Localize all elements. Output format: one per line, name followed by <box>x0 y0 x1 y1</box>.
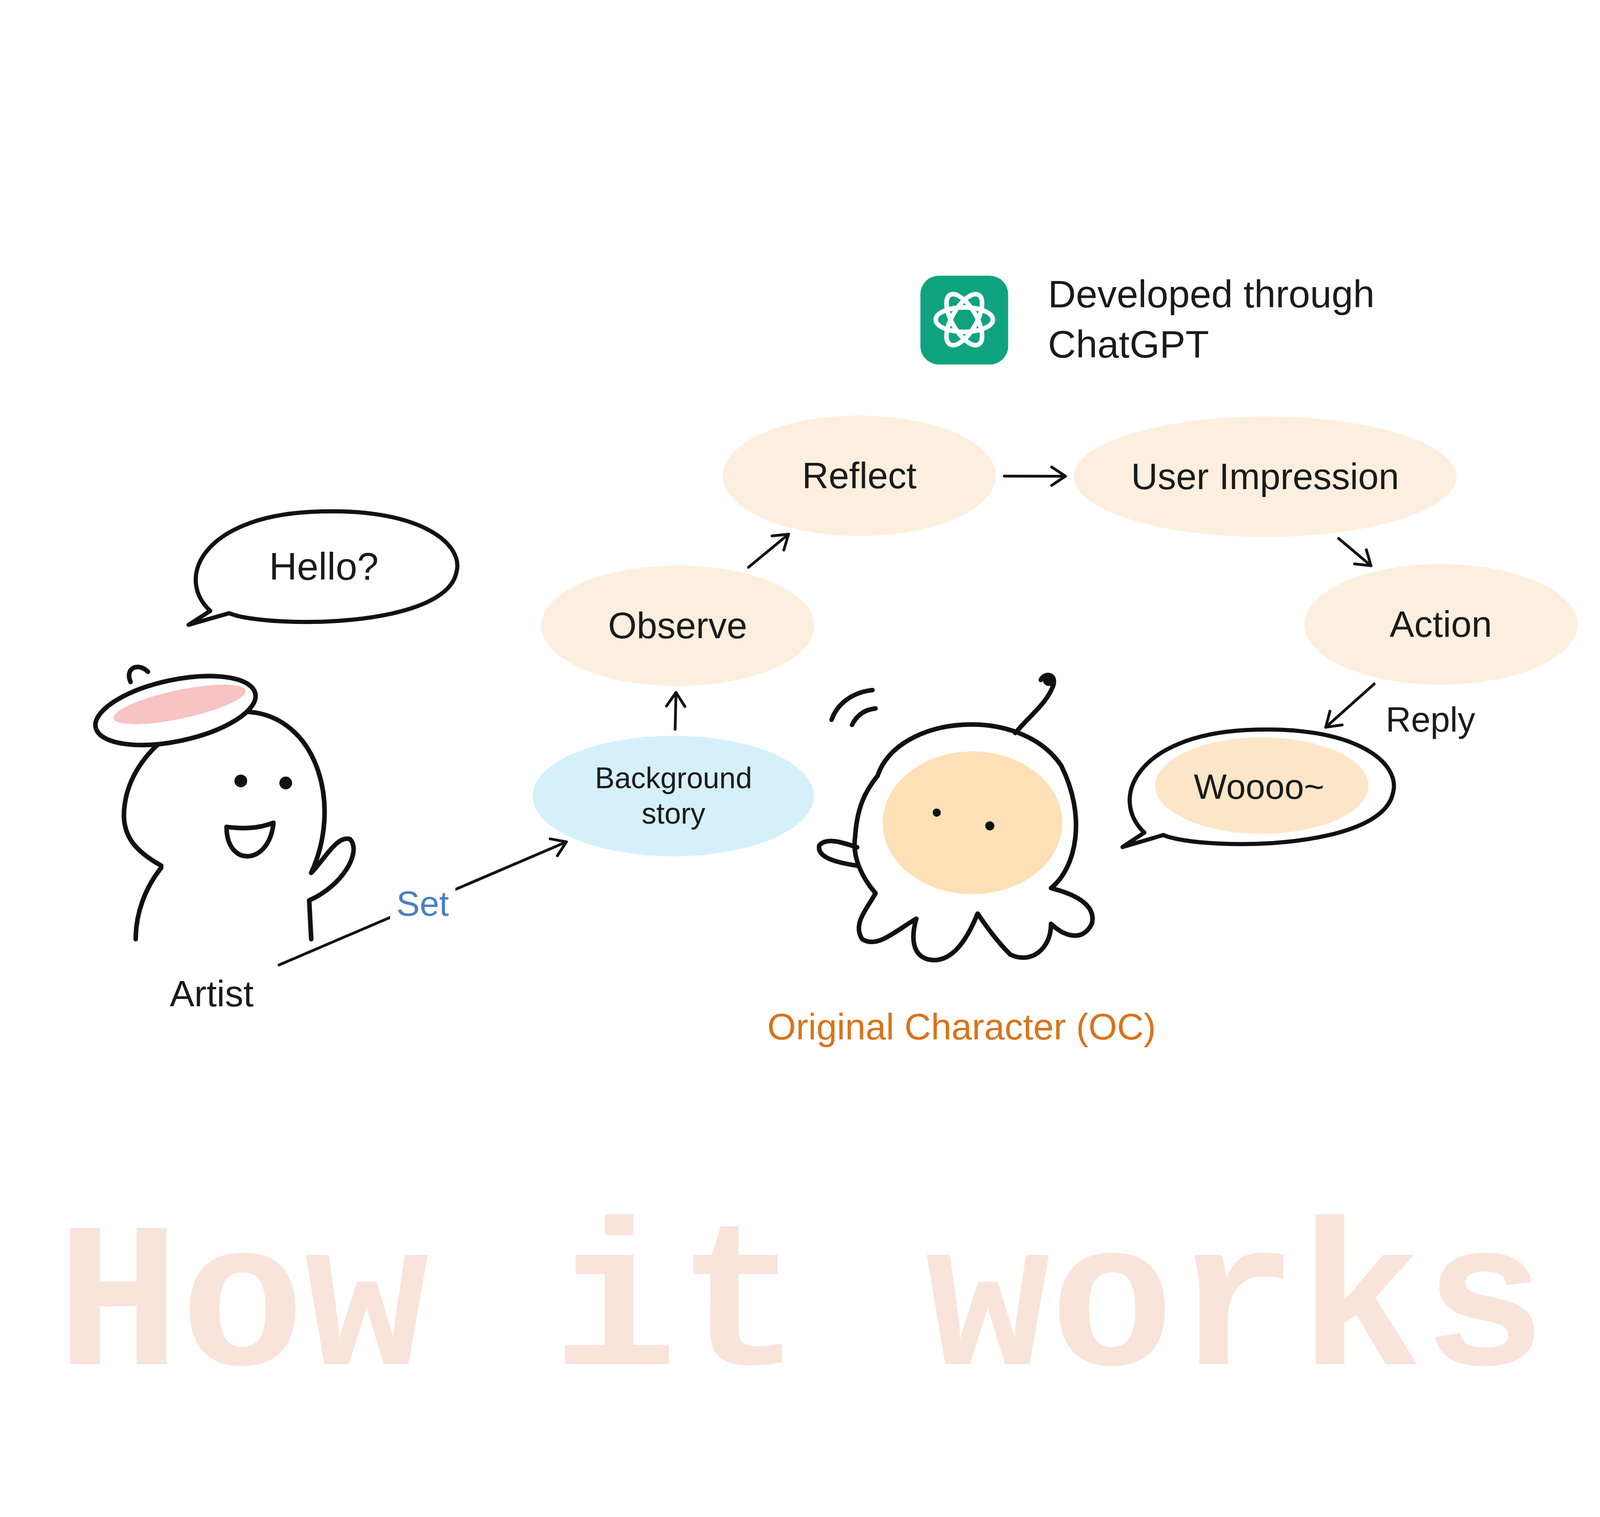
text-stack: Observe <box>608 603 748 648</box>
logo-knot <box>935 307 993 332</box>
text-stack: Woooo~ <box>1193 765 1325 808</box>
arrow-head <box>771 534 789 551</box>
ellipse-fill <box>1304 564 1578 685</box>
logo-knot <box>939 288 990 351</box>
beret-nub <box>129 666 149 682</box>
ellipse-fill <box>541 565 815 686</box>
node-text: Woooo~ <box>1193 765 1325 808</box>
text-stack: Hello? <box>269 543 379 590</box>
arrow-head <box>1051 466 1066 486</box>
oc-eye <box>985 821 995 831</box>
node-text: Action <box>1389 602 1492 647</box>
oc-figure <box>818 673 1093 960</box>
ellipse-fill <box>532 735 814 857</box>
text-stack: Background story <box>576 760 771 832</box>
text-stack: Action <box>1389 602 1492 647</box>
logo-knot <box>939 288 990 351</box>
node-text: Reflect <box>802 453 917 498</box>
logo-tile <box>920 275 1009 365</box>
reply-bubble: Woooo~ <box>1122 726 1396 847</box>
bubble-outline <box>188 511 458 625</box>
oc-arm <box>818 840 858 866</box>
text-stack: Artist <box>169 971 254 1016</box>
node-text: Observe <box>608 603 748 648</box>
story-ellipse: Background story <box>532 735 814 857</box>
connector <box>748 534 789 568</box>
connector <box>279 841 567 966</box>
step-ellipse: Reflect <box>722 415 996 536</box>
node-text: Hello? <box>269 543 379 590</box>
artist-eye <box>281 778 290 788</box>
bubble-outline <box>1122 729 1394 847</box>
ellipse-fill <box>722 415 996 536</box>
artist-body <box>135 867 162 939</box>
oc-face <box>882 751 1063 895</box>
node-text: Artist <box>169 971 254 1016</box>
credit-note: Developed through ChatGPT <box>1047 269 1426 370</box>
arrow-head <box>550 838 567 856</box>
text-stack: User Impression <box>1131 454 1399 499</box>
step-ellipse: Action <box>1304 564 1578 685</box>
bubble-inner-fill <box>1155 737 1369 835</box>
step-ellipse: Observe <box>541 565 815 686</box>
edge-label: Reply <box>1379 696 1482 743</box>
arrow-head <box>666 692 685 707</box>
arrow-head <box>1354 549 1371 566</box>
watermark-title: How it works <box>56 1205 1548 1413</box>
node-text: User Impression <box>1131 454 1399 499</box>
character-caption: Original Character (OC) <box>767 1002 1157 1051</box>
connector <box>1325 683 1375 727</box>
artist-figure <box>89 663 354 939</box>
story-ellipse-outline <box>532 735 814 857</box>
artist-label: Artist <box>151 962 272 1025</box>
motion-line <box>831 690 873 720</box>
edge-label: Set <box>390 880 456 927</box>
beret-band <box>110 676 249 733</box>
connector <box>675 692 677 730</box>
connector <box>1338 538 1371 566</box>
chatgpt-logo <box>920 275 1009 365</box>
beret <box>89 663 262 758</box>
artist-mouth <box>226 822 274 857</box>
oc-eye <box>932 808 941 817</box>
text-stack: Reflect <box>802 453 917 498</box>
node-text: Background story <box>576 760 771 832</box>
arrow-head <box>1325 711 1343 728</box>
oc-body <box>854 724 1093 961</box>
artist-eye <box>236 776 246 785</box>
connector <box>1004 474 1066 478</box>
artist-arm <box>309 838 354 939</box>
oc-antenna-tip <box>1042 673 1056 686</box>
ellipse-fill <box>1073 416 1457 537</box>
step-ellipse: User Impression <box>1073 416 1457 537</box>
speech-bubble: Hello? <box>188 508 460 625</box>
motion-line <box>851 708 876 725</box>
